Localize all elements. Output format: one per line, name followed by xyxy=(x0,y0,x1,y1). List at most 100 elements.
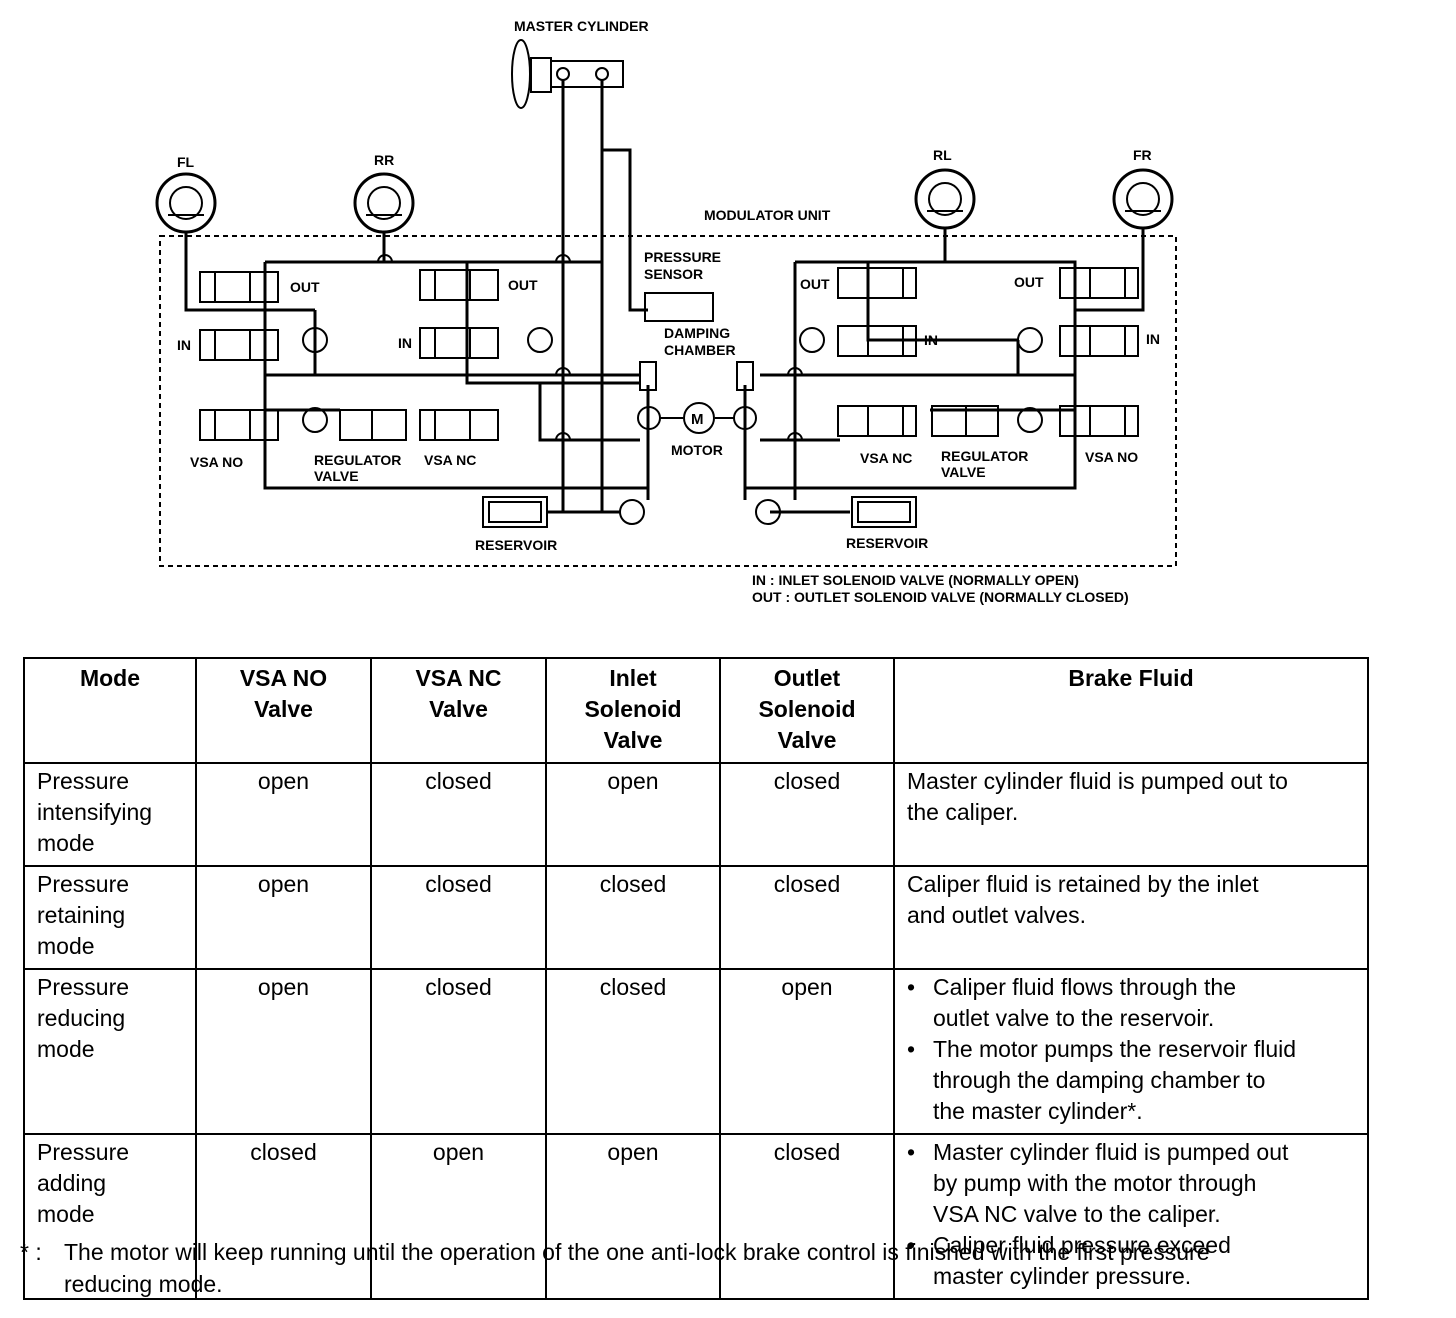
wheel-rr xyxy=(353,172,415,234)
rr-out-label: OUT xyxy=(508,277,538,293)
fl-inlet-valve xyxy=(199,329,279,361)
right-regulator-label-1: REGULATOR xyxy=(941,448,1028,464)
damping-chamber-label-2: CHAMBER xyxy=(664,342,736,358)
footnote: * : The motor will keep running until th… xyxy=(20,1236,1440,1300)
inlet-cell: closed xyxy=(545,968,721,1135)
left-vsa-no-valve xyxy=(199,409,279,441)
fr-outlet-valve xyxy=(1059,267,1139,299)
left-reservoir-label: RESERVOIR xyxy=(475,537,557,553)
fl-out-label: OUT xyxy=(290,279,320,295)
right-vsa-no-label: VSA NO xyxy=(1085,449,1138,465)
outlet-cell: closed xyxy=(719,1133,895,1300)
right-vsa-nc-label: VSA NC xyxy=(860,450,912,466)
pressure-sensor-label-1: PRESSURE xyxy=(644,249,721,265)
bullet-glyph: • xyxy=(907,974,916,1000)
inlet-cell: closed xyxy=(545,865,721,970)
outlet-cell: closed xyxy=(719,762,895,867)
vsa-nc-cell: closed xyxy=(370,762,547,867)
header-brake-fluid: Brake Fluid xyxy=(893,657,1369,764)
line-crossings xyxy=(377,254,803,441)
bullet-glyph: • xyxy=(907,1232,916,1258)
rr-check-valve xyxy=(527,327,553,353)
fr-inlet-valve xyxy=(1059,325,1139,357)
right-regulator-valve xyxy=(931,405,999,437)
rr-inlet-valve xyxy=(419,327,499,359)
wheel-fl-label: FL xyxy=(177,154,195,170)
fr-check-valve xyxy=(1017,327,1043,353)
rl-out-label: OUT xyxy=(800,276,830,292)
left-regulator-label-1: REGULATOR xyxy=(314,452,401,468)
fl-outlet-valve xyxy=(199,271,279,303)
fr-out-label: OUT xyxy=(1014,274,1044,290)
right-vsa-no-valve xyxy=(1059,405,1139,437)
vsa-nc-cell: closed xyxy=(370,968,547,1135)
left-damping-chamber xyxy=(639,361,657,391)
motor-symbol: M xyxy=(691,411,704,428)
fl-check-valve xyxy=(302,327,328,353)
rl-inlet-valve xyxy=(837,325,917,357)
rl-check-valve xyxy=(799,327,825,353)
wheel-rr-label: RR xyxy=(374,152,394,168)
rl-outlet-valve xyxy=(837,267,917,299)
right-damping-chamber xyxy=(736,361,754,391)
modulator-unit-boundary xyxy=(159,235,1177,567)
footnote-mark: * : xyxy=(20,1239,42,1265)
fr-in-label: IN xyxy=(1146,331,1160,347)
vsa-nc-cell: closed xyxy=(370,865,547,970)
pressure-sensor xyxy=(644,292,714,322)
outlet-cell: closed xyxy=(719,865,895,970)
left-regulator-label-2: VALVE xyxy=(314,468,359,484)
pressure-sensor-label-2: SENSOR xyxy=(644,266,703,282)
wheel-fl xyxy=(155,172,217,234)
rl-in-label: IN xyxy=(924,332,938,348)
wheel-fr-label: FR xyxy=(1133,147,1152,163)
right-vsa-check-valve xyxy=(1017,407,1043,433)
vsa-nc-cell: open xyxy=(370,1133,547,1300)
motor-label: MOTOR xyxy=(671,442,723,458)
wheel-rl xyxy=(914,168,976,230)
fl-in-label: IN xyxy=(177,337,191,353)
bullet-glyph: • xyxy=(907,1139,916,1165)
legend-in: IN : INLET SOLENOID VALVE (NORMALLY OPEN… xyxy=(752,572,1079,588)
left-vsa-check-valve xyxy=(302,407,328,433)
inlet-cell: open xyxy=(545,762,721,867)
modulator-unit-label: MODULATOR UNIT xyxy=(704,207,831,223)
hydraulic-lines xyxy=(184,80,1145,514)
vsa-no-cell: open xyxy=(195,762,372,867)
right-reservoir-check-valve xyxy=(755,499,781,525)
right-regulator-label-2: VALVE xyxy=(941,464,986,480)
legend-out: OUT : OUTLET SOLENOID VALVE (NORMALLY CL… xyxy=(752,589,1129,605)
master-cylinder xyxy=(511,39,624,109)
right-reservoir-label: RESERVOIR xyxy=(846,535,928,551)
header-mode: Mode xyxy=(23,657,197,764)
footnote-text: The motor will keep running until the op… xyxy=(64,1239,1210,1297)
rr-outlet-valve xyxy=(419,269,499,301)
left-regulator-valve xyxy=(339,409,407,441)
hydraulic-circuit-diagram: MODULATOR UNIT MASTER CYLINDER FL RR RL … xyxy=(155,18,1177,605)
left-vsa-nc-valve xyxy=(419,409,499,441)
left-reservoir-check-valve xyxy=(619,499,645,525)
outlet-cell: open xyxy=(719,968,895,1135)
motor xyxy=(683,402,715,434)
